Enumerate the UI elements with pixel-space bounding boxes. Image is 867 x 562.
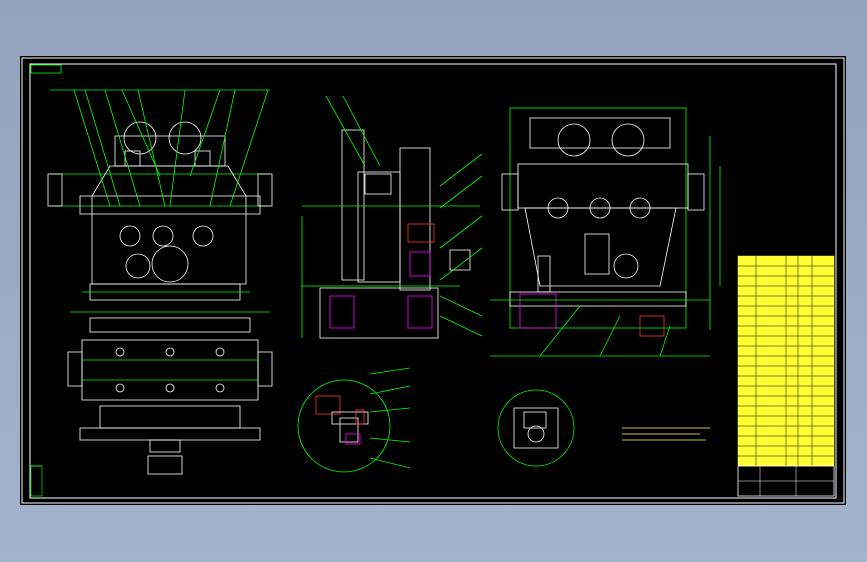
frame-tag-box [30,64,62,74]
drawing-frame [29,63,837,499]
plan-view [67,311,273,475]
drawing-canvas [21,57,845,504]
drawing-sheet [20,56,846,505]
side-view [301,95,483,339]
technical-notes [622,427,710,441]
parts-list [737,255,835,497]
section-detail-a [297,367,411,473]
section-detail-b [497,389,575,467]
front-view [47,89,273,301]
left-revision-strip [30,465,43,497]
sheet-border [21,57,845,504]
rear-view [490,107,721,357]
